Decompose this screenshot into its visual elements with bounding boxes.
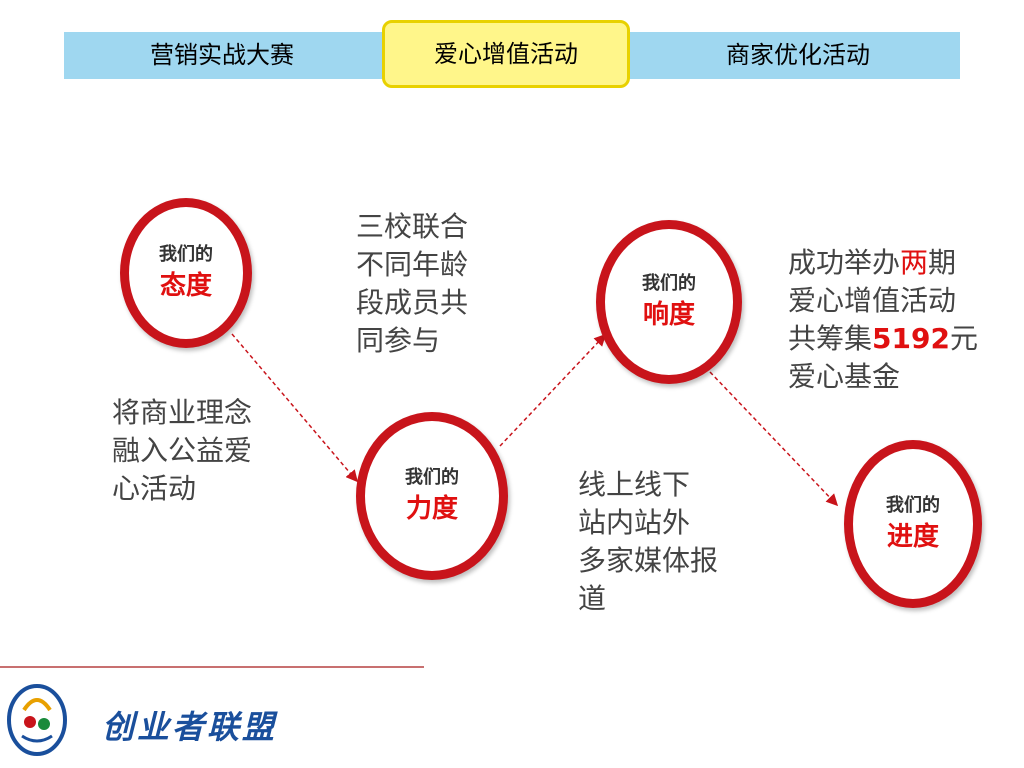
text-result-line-3: 共筹集5192元 xyxy=(788,322,978,355)
text-media-line-4: 道 xyxy=(578,582,607,615)
circle-attitude-sub: 我们的 xyxy=(159,244,213,265)
circle-attitude-main: 态度 xyxy=(159,271,212,301)
tab-marketing-contest[interactable]: 营销实战大赛 xyxy=(150,41,294,69)
circle-loudness-sub: 我们的 xyxy=(642,273,696,294)
footer-divider xyxy=(0,666,424,668)
text-result: 成功举办两期 爱心增值活动 共筹集5192元 爱心基金 xyxy=(788,244,978,396)
arrow-attitude-to-effort xyxy=(231,333,358,483)
logo-icon xyxy=(7,684,67,756)
text-schools-line-4: 同参与 xyxy=(356,324,441,357)
text-attitude-line-1: 将商业理念 xyxy=(112,396,253,429)
arrow-loudness-to-progress xyxy=(709,371,839,507)
circle-progress-main: 进度 xyxy=(886,522,939,552)
text-result-line-4: 爱心基金 xyxy=(788,360,901,393)
highlight-two: 两 xyxy=(900,246,929,279)
text-media: 线上线下 站内站外 多家媒体报 道 xyxy=(578,466,718,618)
text-attitude: 将商业理念 融入公益爱 心活动 xyxy=(112,394,252,508)
text-media-line-2: 站内站外 xyxy=(578,506,691,539)
arrow-effort-to-loudness xyxy=(499,333,607,447)
circle-effort-sub: 我们的 xyxy=(405,467,459,488)
highlight-amount: 5192 xyxy=(872,322,950,355)
circle-effort: 我们的 力度 xyxy=(356,412,508,580)
circle-progress-sub: 我们的 xyxy=(886,495,940,516)
text-schools: 三校联合 不同年龄 段成员共 同参与 xyxy=(356,208,468,360)
circle-attitude: 我们的 态度 xyxy=(120,198,252,348)
circle-progress: 我们的 进度 xyxy=(844,440,982,608)
circle-loudness-main: 响度 xyxy=(642,300,695,330)
tab-merchant-optimization[interactable]: 商家优化活动 xyxy=(726,41,870,69)
text-media-line-3: 多家媒体报 xyxy=(578,544,719,577)
text-media-line-1: 线上线下 xyxy=(578,468,691,501)
text-schools-line-3: 段成员共 xyxy=(356,286,469,319)
text-attitude-line-3: 心活动 xyxy=(112,472,197,505)
brand-name: 创业者联盟 xyxy=(102,708,278,746)
tab-charity-activity[interactable]: 爱心增值活动 xyxy=(382,20,630,88)
circle-effort-main: 力度 xyxy=(405,494,458,524)
text-result-line-1: 成功举办两期 xyxy=(788,246,957,279)
circle-loudness: 我们的 响度 xyxy=(596,220,742,384)
text-result-line-2: 爱心增值活动 xyxy=(788,284,957,317)
text-schools-line-1: 三校联合 xyxy=(356,210,469,243)
text-schools-line-2: 不同年龄 xyxy=(356,248,469,281)
text-attitude-line-2: 融入公益爱 xyxy=(112,434,253,467)
